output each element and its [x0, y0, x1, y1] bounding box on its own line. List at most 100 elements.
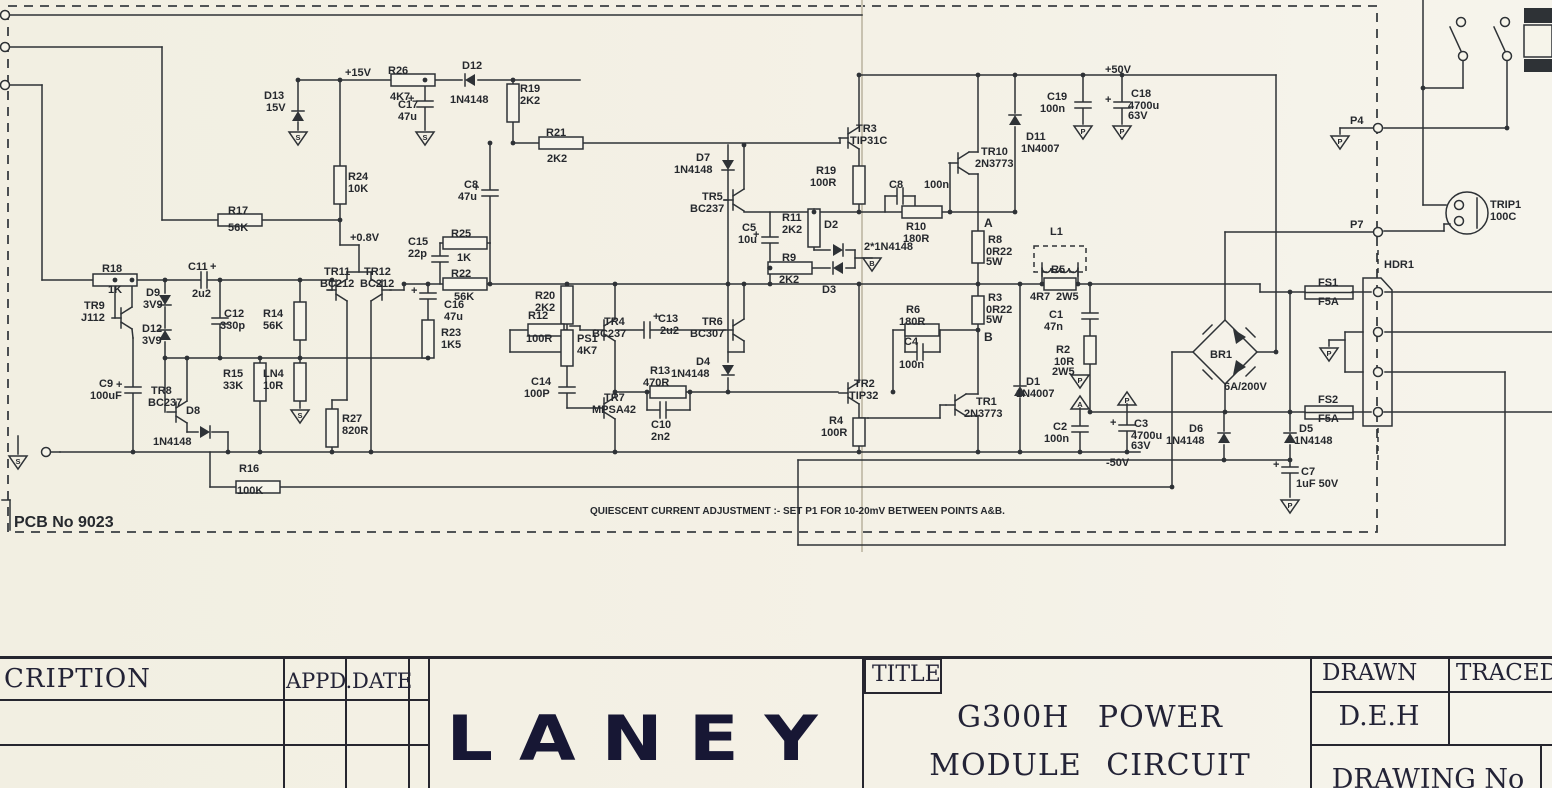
component-label: 4700u [1128, 100, 1159, 112]
junction-dot [129, 277, 135, 283]
junction-dot [487, 140, 493, 146]
ground-letter: S [297, 411, 302, 420]
component-label: 2N3773 [975, 158, 1014, 170]
diode-symbol [1284, 433, 1296, 443]
component-label: 2n2 [651, 431, 670, 443]
junction-dot [1080, 72, 1086, 78]
junction-dot [1119, 72, 1125, 78]
component-label: 100R [810, 177, 836, 189]
wire [131, 328, 134, 339]
resistor-symbol [560, 285, 574, 325]
component-label: 1N4148 [674, 164, 713, 176]
junction-dot [1077, 449, 1083, 455]
resistor-symbol [506, 83, 520, 123]
resistor-symbol [442, 277, 488, 291]
component-label: 10K [348, 183, 368, 195]
junction-dot [564, 281, 570, 287]
resistor-symbol [538, 136, 584, 150]
component-label: 3V9 [143, 299, 163, 311]
junction-dot [422, 77, 428, 83]
component-label: 2K2 [782, 224, 802, 236]
component-label: R24 [348, 171, 369, 183]
component-label: TR12 [364, 266, 391, 278]
component-label: 2N3773 [964, 408, 1003, 420]
junction-dot [295, 77, 301, 83]
component-label: D9 [146, 287, 160, 299]
transistor-symbol [602, 410, 617, 421]
pin-circle [1372, 366, 1384, 378]
junction-dot [725, 389, 731, 395]
junction-dot [612, 449, 618, 455]
capacitor-polarity: + [1273, 459, 1279, 471]
header-HDR1-symbol [1362, 250, 1393, 464]
junction-dot [856, 72, 862, 78]
resistor-symbol [649, 385, 687, 399]
transistor-symbol [846, 380, 861, 391]
component-label: R12 [528, 310, 548, 322]
ground-symbol [1318, 347, 1340, 363]
pin-circle [1453, 199, 1465, 211]
component-label: BC237 [148, 397, 182, 409]
ground-letter: P [1326, 349, 1331, 358]
component-label: 100C [1490, 211, 1516, 223]
junction-dot [1287, 289, 1293, 295]
component-label: C11 [188, 261, 208, 273]
drawing-no-label: DRAWING No [1331, 764, 1525, 788]
capacitor-polarity: + [116, 379, 122, 391]
ground-symbol [287, 131, 309, 147]
junction-dot [257, 355, 263, 361]
junction-dot [975, 72, 981, 78]
component-label: 1K [457, 252, 471, 264]
component-label: A [984, 216, 993, 230]
component-label: 100n [899, 359, 924, 371]
transistor-symbol [846, 395, 861, 406]
transistor-symbol [334, 292, 349, 303]
component-label: C18 [1131, 88, 1151, 100]
junction-dot [856, 209, 862, 215]
resistor-symbol [852, 417, 866, 447]
ground-letter: S [295, 133, 300, 142]
junction-dot [1017, 281, 1023, 287]
component-label: 1N4148 [153, 436, 192, 448]
component-label: C2 [1053, 421, 1067, 433]
diode-symbol [200, 426, 210, 438]
component-label: TR5 [702, 191, 723, 203]
junction-dot [1287, 457, 1293, 463]
component-label: C9 [99, 378, 113, 390]
junction-dot [368, 449, 374, 455]
component-label: TR10 [981, 146, 1008, 158]
component-label: TR6 [702, 316, 723, 328]
ground-symbol [1069, 374, 1091, 390]
component-label: TR4 [604, 316, 626, 328]
component-label: 4700u [1131, 430, 1162, 442]
component-label: L1 [1050, 226, 1063, 238]
component-label: R25 [451, 228, 471, 240]
pin-circle [1457, 50, 1469, 62]
component-label: PCB No 9023 [14, 514, 114, 531]
resistor-symbol [560, 329, 574, 367]
capacitor-polarity: + [408, 93, 414, 105]
component-label: 47u [444, 311, 463, 323]
component-label: TRIP1 [1490, 199, 1521, 211]
transistor-symbol [174, 414, 189, 425]
component-label: C17 [398, 99, 418, 111]
component-label: R18 [102, 263, 122, 275]
component-label: 22p [408, 248, 427, 260]
junction-dot [741, 281, 747, 287]
junction-dot [1039, 281, 1045, 287]
component-label: C1 [1049, 309, 1063, 321]
component-label: 4R7 [1030, 291, 1050, 303]
component-label: 33K [223, 380, 243, 392]
pin-circle [1499, 16, 1511, 28]
drawn-label: DRAWN [1322, 660, 1418, 686]
component-label: BR1 [1210, 349, 1232, 361]
ground-letter: P [1080, 127, 1085, 136]
component-label: HDR1 [1384, 259, 1414, 271]
drawing-title-line1: G300H POWER [956, 700, 1224, 735]
component-label: R9 [782, 252, 796, 264]
component-label: 5W [986, 314, 1003, 326]
junction-dot [425, 281, 431, 287]
junction-dot [510, 140, 516, 146]
pin-circle [0, 79, 11, 91]
junction-dot [1504, 125, 1510, 131]
